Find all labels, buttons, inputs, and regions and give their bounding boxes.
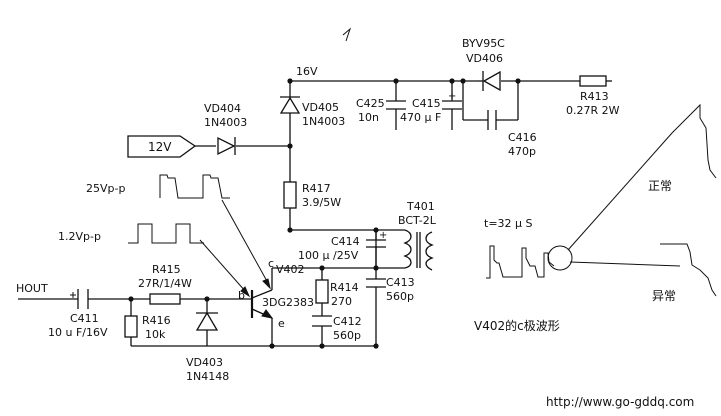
label-c425-value: 10n: [358, 111, 379, 124]
label-c411-name: C411: [70, 312, 99, 325]
capacitor-c413: [366, 278, 386, 288]
diode-vd405: [279, 96, 301, 114]
label-normal: 正常: [648, 179, 672, 193]
label-vd403-value: 1N4148: [186, 370, 229, 383]
resistor-r417: [283, 181, 297, 209]
resistor-r415: [149, 293, 181, 305]
diode-vd404: [217, 136, 236, 156]
label-c425-name: C425: [356, 97, 385, 110]
label-pin-b: b: [238, 289, 245, 302]
label-v402-name: V402: [276, 263, 305, 276]
resistor-r416: [124, 315, 138, 338]
label-r414-value: 270: [331, 295, 352, 308]
label-pin-e: e: [278, 317, 285, 330]
label-r416-value: 10k: [145, 328, 166, 341]
label-c414-name: C414: [331, 235, 360, 248]
label-1-2vpp: 1.2Vp-p: [58, 230, 101, 243]
normal-waveform-detail: [671, 103, 717, 179]
label-vd405-value: 1N4003: [302, 115, 345, 128]
svg-text:+: +: [379, 230, 387, 241]
label-hout: HOUT: [16, 282, 48, 295]
label-r415-value: 27R/1/4W: [138, 277, 192, 290]
label-25vpp: 25Vp-p: [86, 182, 125, 195]
label-c415-name: C415: [412, 97, 441, 110]
waveform-25vpp: [159, 174, 230, 199]
label-pin-c: c: [268, 257, 274, 270]
label-vd406-name: VD406: [466, 52, 503, 65]
resistor-r414: [315, 279, 329, 304]
label-r413-value: 0.27R 2W: [566, 104, 620, 117]
label-r415-name: R415: [152, 263, 181, 276]
diode-vd403: [195, 311, 219, 331]
capacitor-c415: +: [442, 91, 462, 110]
label-vd403-name: VD403: [186, 356, 223, 369]
capacitor-c412: [312, 315, 332, 327]
label-vd405-name: VD405: [302, 101, 339, 114]
label-abnormal: 异常: [652, 289, 676, 303]
label-byv95c: BYV95C: [462, 37, 505, 50]
resistor-r413: [579, 75, 607, 87]
label-c415-value: 470 μ F: [400, 111, 441, 124]
label-t401-name: T401: [406, 200, 435, 213]
capacitor-c416: [487, 110, 497, 130]
label-r417-value: 3.9/5W: [302, 196, 341, 209]
waveform-1-2vpp: [128, 223, 204, 244]
label-12v: 12V: [148, 140, 172, 154]
label-period: t=32 μ S: [484, 217, 533, 230]
label-c414-value: 100 μ /25V: [298, 249, 359, 262]
label-c412-value: 560p: [333, 329, 361, 342]
label-r413-name: R413: [580, 90, 609, 103]
capacitor-c414: +: [366, 230, 387, 268]
label-website: http://www.go-gddq.com: [546, 395, 694, 409]
label-c413-name: C413: [386, 276, 415, 289]
label-vd404-name: VD404: [204, 102, 241, 115]
label-c411-value: 10 u F/16V: [48, 326, 108, 339]
diode-vd406: [476, 70, 501, 92]
label-v402-value: 3DG2383: [262, 296, 314, 309]
junction-dots: [128, 78, 521, 349]
capacitor-c411: [70, 289, 89, 309]
transformer-t401: [403, 229, 434, 271]
waveform-arrows: [199, 199, 271, 298]
label-vd404-value: 1N4003: [204, 116, 247, 129]
label-caption: V402的c极波形: [474, 318, 560, 333]
abnormal-waveform-detail: [660, 243, 717, 297]
label-c413-value: 560p: [386, 290, 414, 303]
label-t401-value: BCT-2L: [398, 214, 437, 227]
label-c416-name: C416: [508, 131, 537, 144]
capacitor-c425: [386, 100, 406, 110]
input-12v-tag: [127, 135, 197, 158]
transistor-v402: [250, 289, 274, 319]
label-16v: 16V: [296, 65, 318, 78]
label-c412-name: C412: [333, 315, 362, 328]
label-r414-name: R414: [330, 281, 359, 294]
label-r416-name: R416: [142, 314, 171, 327]
labels: HOUT C411 10 u F/16V R415 27R/1/4W R416 …: [16, 37, 694, 409]
collector-waveform: [486, 132, 681, 279]
label-c416-value: 470p: [508, 145, 536, 158]
label-r417-name: R417: [302, 182, 331, 195]
svg-text:+: +: [448, 91, 456, 102]
